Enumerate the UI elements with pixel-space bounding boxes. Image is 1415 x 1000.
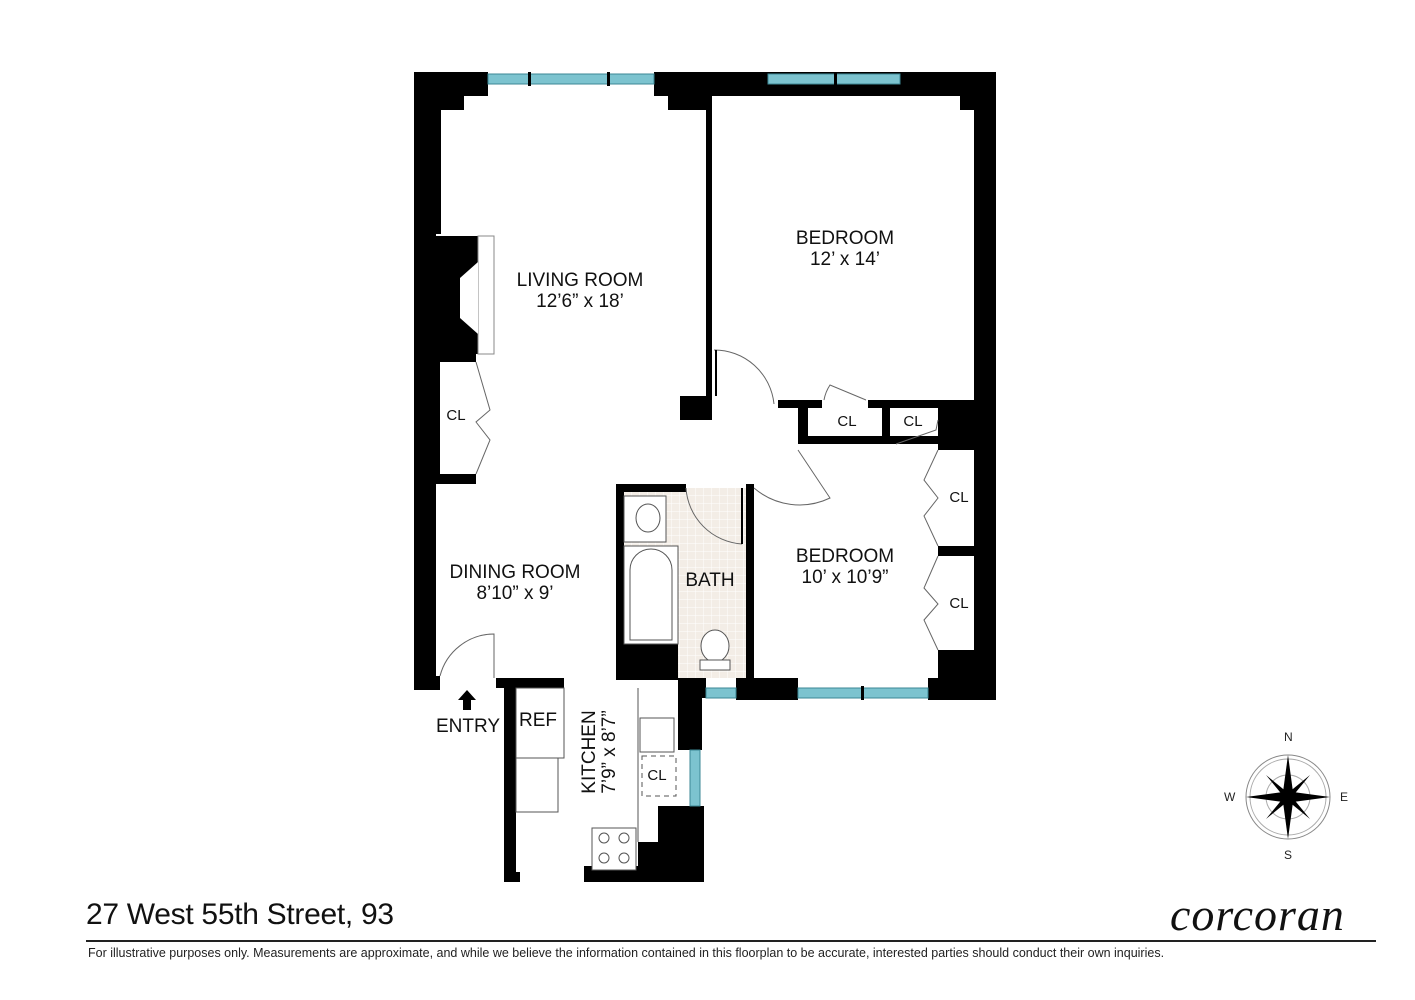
bath-label: BATH [685,570,735,591]
room-size: 12’6” x 18’ [536,291,624,313]
closet-label: CL [949,595,969,612]
disclaimer-text: For illustrative purposes only. Measurem… [88,946,1165,960]
doors [439,349,939,678]
walls [414,72,996,882]
closet-label: CL [949,489,969,506]
compass-rose-icon [1245,754,1331,840]
compass-north: N [1284,730,1293,744]
property-address: 27 West 55th Street, 93 [86,898,394,931]
room-size: 10’ x 10’9” [801,567,889,589]
room-name: BEDROOM [795,546,895,567]
room-size: 8’10” x 9’ [476,583,554,605]
room-size: 7’9” x 8’7” [598,710,620,794]
room-size: 12’ x 14’ [809,249,881,271]
closet-label: CL [647,767,667,784]
footer-divider [86,940,1376,942]
window-mullions [528,72,864,700]
compass-west: W [1224,790,1236,804]
room-name: KITCHEN [579,710,600,794]
brand-logo: corcoran [1170,889,1345,940]
bath-fixtures [623,495,731,671]
fireplace [477,235,495,355]
closet-label: CL [837,413,857,430]
entry-arrow-icon [458,690,476,710]
room-name: DINING ROOM [449,562,581,583]
kitchen-fixtures [515,687,677,871]
refrigerator-label: REF [519,710,557,731]
compass-south: S [1284,848,1293,862]
entry-label: ENTRY [435,716,501,737]
room-name: LIVING ROOM [516,270,644,291]
compass-east: E [1340,790,1349,804]
room-name: BEDROOM [795,228,895,249]
closet-label: CL [446,407,466,424]
closet-label: CL [903,413,923,430]
